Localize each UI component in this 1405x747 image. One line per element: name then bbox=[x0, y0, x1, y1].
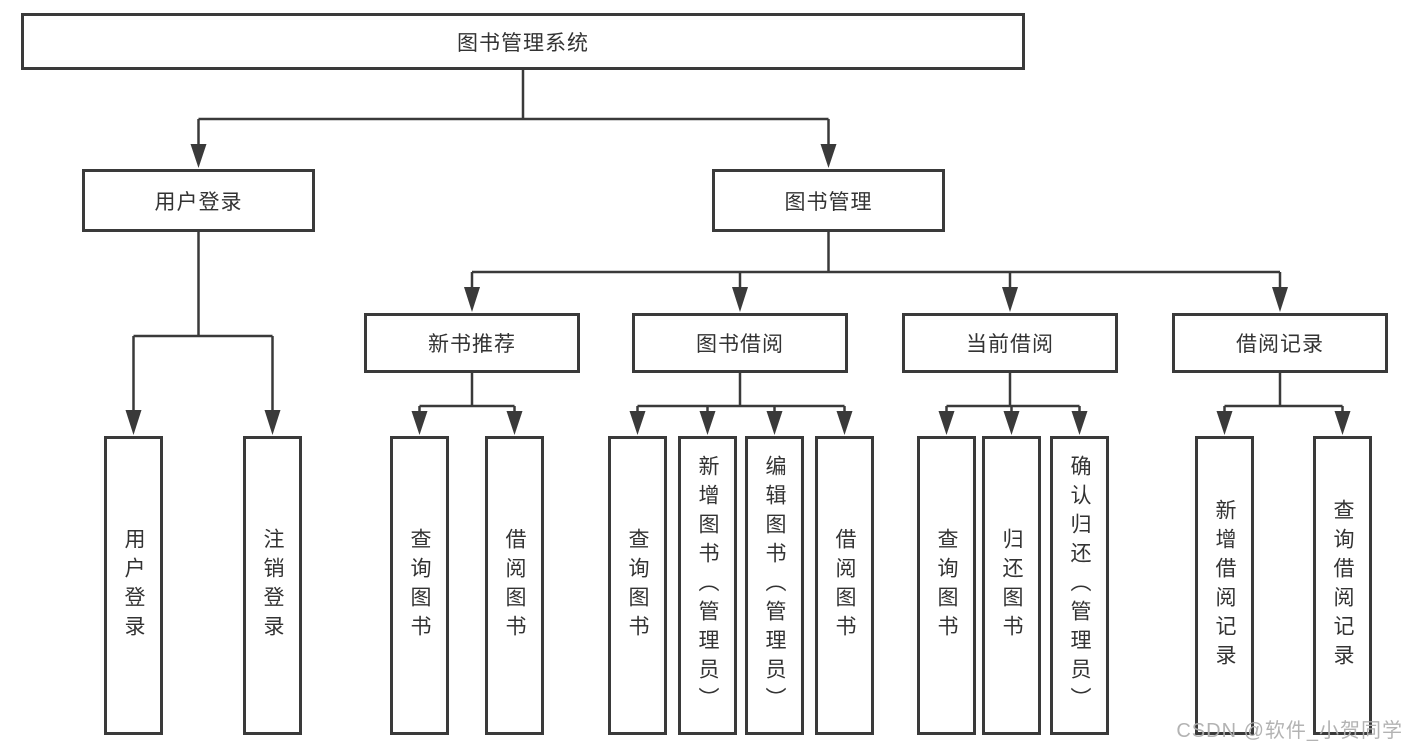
node-label: 查询借阅记录 bbox=[1331, 498, 1354, 673]
node-system-root: 图书管理系统 bbox=[21, 13, 1025, 70]
node-label: 新增图书（管理员） bbox=[696, 455, 719, 716]
leaf-query-books-recommend: 查询图书 bbox=[390, 436, 449, 735]
leaf-query-books-borrow: 查询图书 bbox=[608, 436, 667, 735]
node-label: 图书借阅 bbox=[696, 333, 784, 356]
leaf-query-books-current: 查询图书 bbox=[917, 436, 976, 735]
leaf-query-borrow-record: 查询借阅记录 bbox=[1313, 436, 1372, 735]
node-label: 查询图书 bbox=[408, 527, 431, 644]
node-label: 注销登录 bbox=[261, 527, 284, 644]
csdn-watermark: CSDN @软件_小贺同学 bbox=[1176, 720, 1403, 742]
node-book-management: 图书管理 bbox=[712, 169, 945, 232]
leaf-user-login: 用户登录 bbox=[104, 436, 163, 735]
node-label: 确认归还（管理员） bbox=[1068, 455, 1091, 716]
leaf-borrow-books: 借阅图书 bbox=[815, 436, 874, 735]
node-new-book-recommend: 新书推荐 bbox=[364, 313, 580, 373]
node-user-login: 用户登录 bbox=[82, 169, 315, 232]
node-label: 借阅记录 bbox=[1236, 333, 1324, 356]
node-label: 当前借阅 bbox=[966, 333, 1054, 356]
leaf-logout: 注销登录 bbox=[243, 436, 302, 735]
node-label: 借阅图书 bbox=[833, 527, 856, 644]
node-label: 归还图书 bbox=[1000, 527, 1023, 644]
node-borrow-records: 借阅记录 bbox=[1172, 313, 1388, 373]
leaf-confirm-return-admin: 确认归还（管理员） bbox=[1050, 436, 1109, 735]
node-label: 查询图书 bbox=[935, 527, 958, 644]
node-current-borrow: 当前借阅 bbox=[902, 313, 1118, 373]
node-label: 图书管理 bbox=[784, 190, 873, 214]
node-label: 编辑图书（管理员） bbox=[763, 455, 786, 716]
node-label: 查询图书 bbox=[626, 527, 649, 644]
leaf-edit-books-admin: 编辑图书（管理员） bbox=[745, 436, 804, 735]
node-label: 借阅图书 bbox=[503, 527, 526, 644]
node-book-borrow: 图书借阅 bbox=[632, 313, 848, 373]
node-label: 图书管理系统 bbox=[457, 31, 589, 55]
node-label: 新书推荐 bbox=[428, 333, 516, 356]
node-label: 新增借阅记录 bbox=[1213, 498, 1236, 673]
leaf-borrow-books-recommend: 借阅图书 bbox=[485, 436, 544, 735]
leaf-add-books-admin: 新增图书（管理员） bbox=[678, 436, 737, 735]
node-label: 用户登录 bbox=[154, 190, 243, 214]
leaf-add-borrow-record: 新增借阅记录 bbox=[1195, 436, 1254, 735]
leaf-return-books: 归还图书 bbox=[982, 436, 1041, 735]
node-label: 用户登录 bbox=[122, 527, 145, 644]
